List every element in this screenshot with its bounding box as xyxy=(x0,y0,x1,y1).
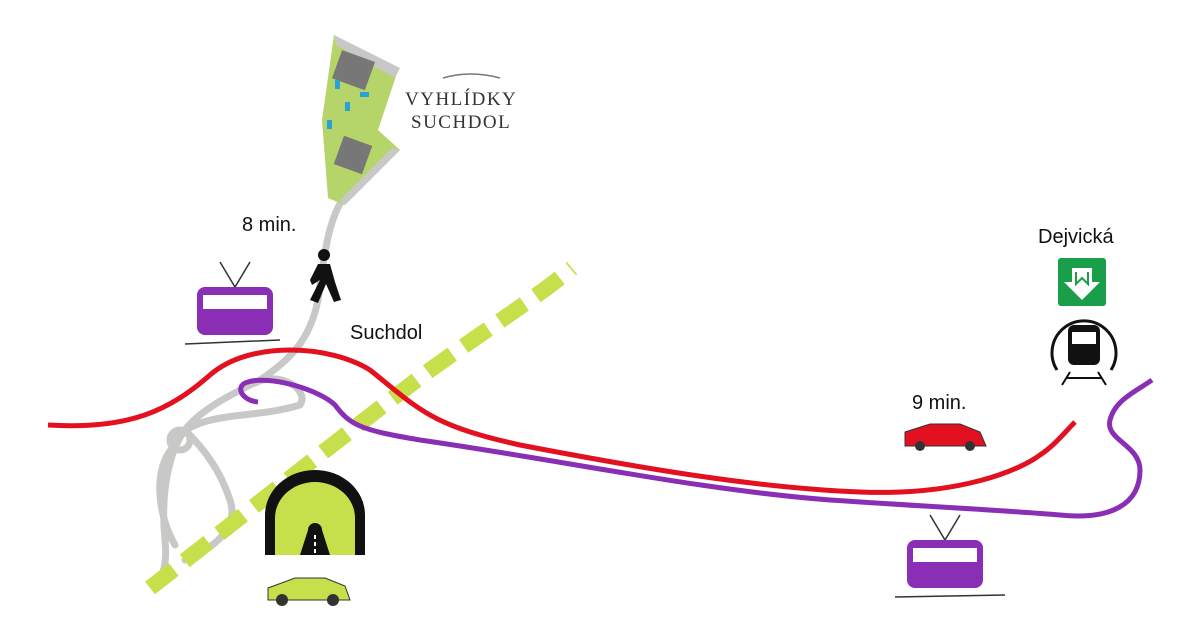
logo-line-1: VYHLÍDKY xyxy=(405,89,518,110)
project-logo: VYHLÍDKY SUCHDOL xyxy=(405,88,517,134)
car-icon xyxy=(267,577,351,606)
car-time-label: 9 min. xyxy=(912,392,967,414)
metro-sign-icon xyxy=(1058,258,1106,306)
dejvicka-station-label: Dejvická xyxy=(1038,226,1114,248)
tunnel-icon xyxy=(265,470,365,555)
tram-icon xyxy=(894,514,1006,598)
walk-time-label: 8 min. xyxy=(242,214,297,236)
logo-roof xyxy=(442,73,501,79)
tram-icon xyxy=(184,261,281,345)
car-route xyxy=(47,347,1077,495)
walking-person-icon xyxy=(310,249,341,303)
metro-train-icon xyxy=(1050,319,1118,386)
tunnel-route xyxy=(145,261,578,595)
logo-line-2: SUCHDOL xyxy=(411,112,512,133)
car-icon xyxy=(904,423,987,451)
tram-route xyxy=(238,377,1154,519)
site-plan xyxy=(322,35,400,205)
suchdol-stop-label: Suchdol xyxy=(350,322,423,344)
